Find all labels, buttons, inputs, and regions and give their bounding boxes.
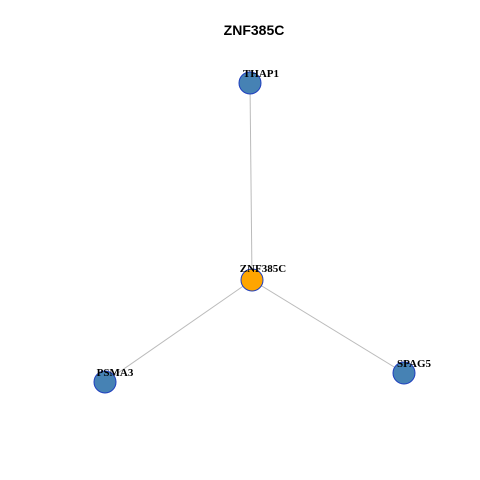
- node-layer: [93, 71, 416, 394]
- node-spag5: [392, 361, 416, 385]
- node-psma3: [93, 370, 117, 394]
- node-znf385c: [240, 268, 264, 292]
- edge-layer: [104, 82, 405, 383]
- edge-znf385c-spag5: [251, 279, 405, 374]
- node-thap1: [238, 71, 262, 95]
- node-label-thap1: THAP1: [243, 68, 279, 80]
- node-label-psma3: PSMA3: [97, 367, 134, 379]
- node-label-znf385c: ZNF385C: [240, 263, 287, 275]
- edge-znf385c-psma3: [104, 279, 253, 383]
- node-label-spag5: SPAG5: [397, 358, 432, 370]
- edge-znf385c-thap1: [249, 82, 253, 281]
- diagram-title: ZNF385C: [224, 22, 285, 38]
